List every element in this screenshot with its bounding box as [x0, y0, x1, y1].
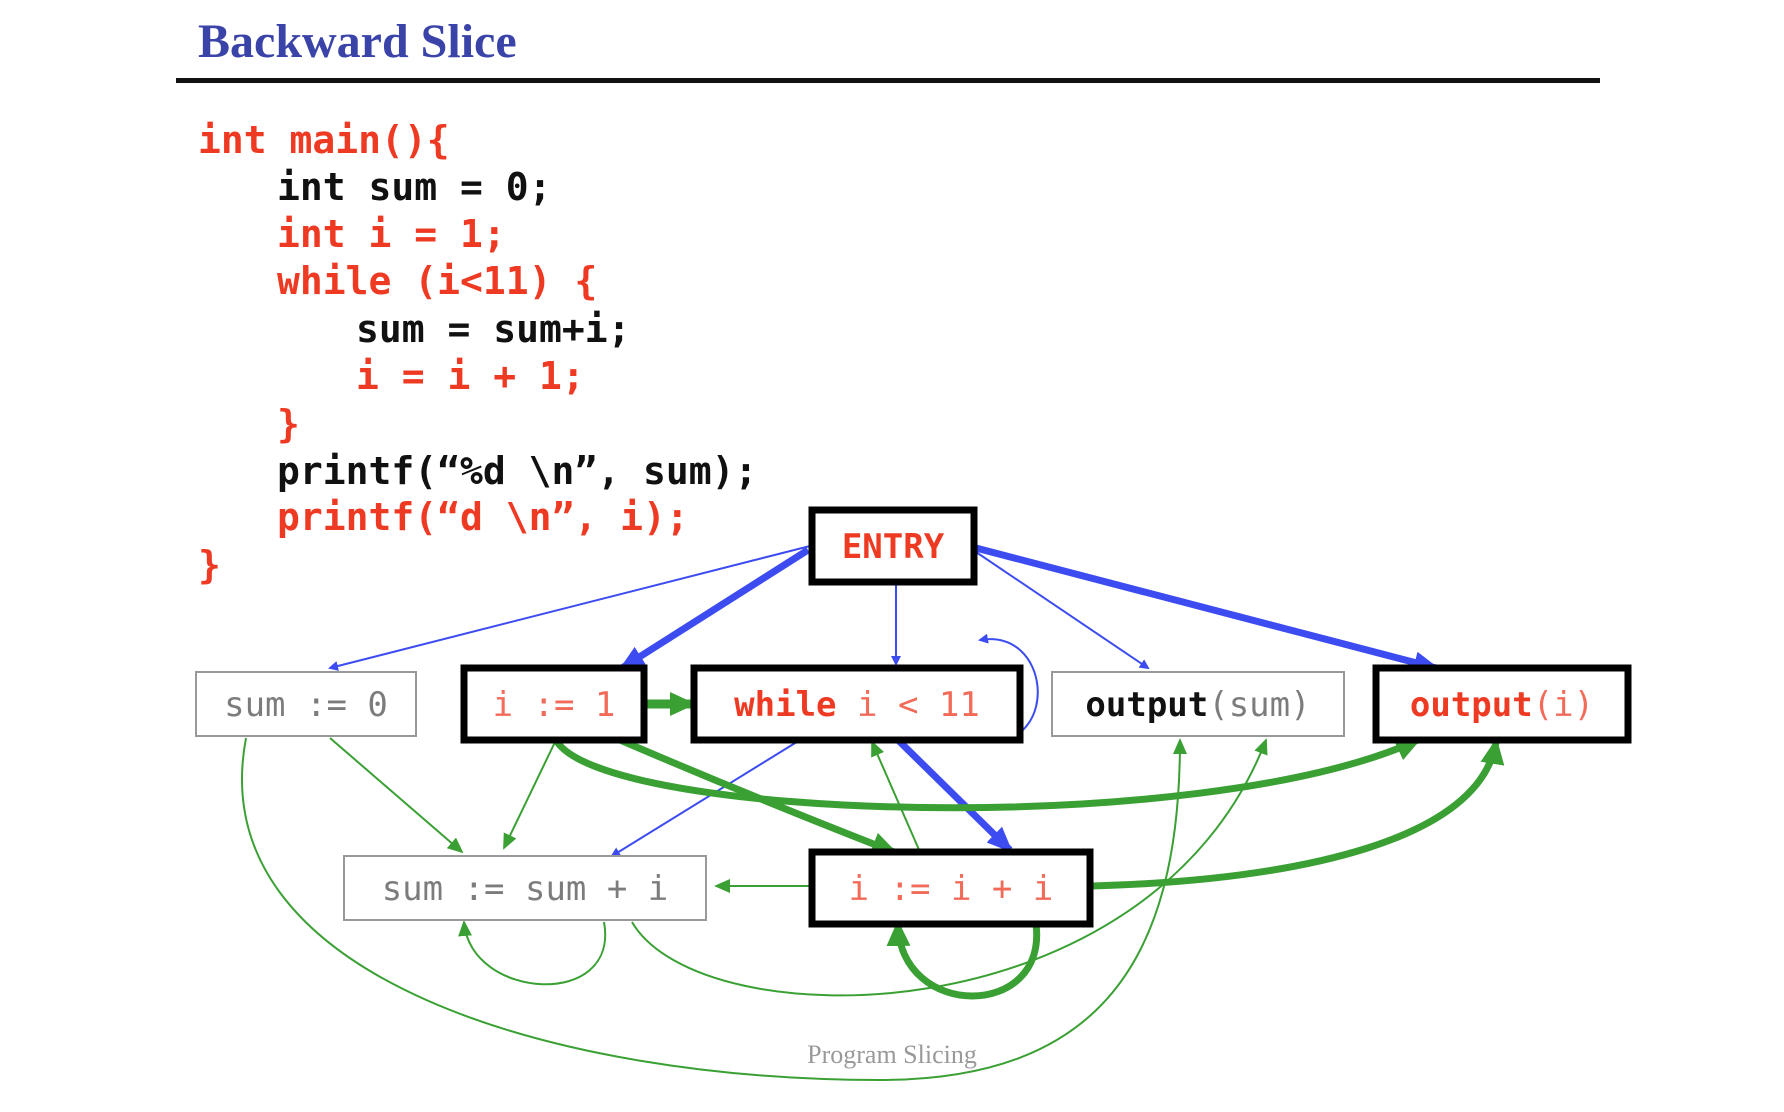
node-label-part: i := 1: [493, 685, 616, 725]
edge-flow-sum0-to-outsum: [241, 737, 1187, 1082]
node-label-part: while: [734, 685, 836, 725]
slide-footer: Program Slicing: [807, 1040, 977, 1069]
node-label-part: i < 11: [837, 685, 980, 725]
node-label-part: (sum): [1208, 685, 1310, 725]
node-iinc: i := i + i: [808, 848, 1094, 928]
node-box-while: [690, 664, 1024, 744]
edge-control-entry-to-outsum: [975, 551, 1150, 670]
node-label-part: i := i + i: [849, 869, 1054, 909]
code-line-while: while (i<11) {: [277, 259, 598, 303]
node-sum0: sum := 0: [195, 671, 417, 737]
node-box-sumsum: [343, 855, 707, 921]
edge-control-while-to-iinc: [895, 737, 1013, 853]
node-label-part: output: [1410, 685, 1533, 725]
edge-control-entry-to-outi: [975, 544, 1440, 674]
edge-flow-iinc-to-iinc: [886, 920, 1041, 1000]
edge-flow-iinc-to-outi: [1091, 738, 1505, 890]
code-line-main: int main(){: [198, 118, 450, 162]
code-line-sum-update: sum = sum+i;: [356, 307, 631, 351]
edge-flow-sumsum-to-sumsum: [458, 920, 607, 986]
node-box-outsum: [1051, 671, 1345, 737]
code-line-i-decl: int i = 1;: [277, 212, 506, 256]
node-while: while i < 11: [690, 664, 1024, 744]
title-rule: [176, 78, 1600, 83]
node-label-sumsum: sum := sum + i: [382, 869, 669, 909]
node-label-part: (i): [1533, 685, 1594, 725]
node-label-while: while i < 11: [734, 685, 980, 725]
node-box-sum0: [195, 671, 417, 737]
node-box-i1: [460, 664, 648, 744]
node-label-part: sum := sum + i: [382, 869, 669, 909]
code-line-i-update: i = i + 1;: [356, 354, 585, 398]
edge-flow-i1-to-sumsum: [503, 739, 557, 850]
edge-flow-sum0-to-sumsum: [329, 737, 464, 854]
node-outi: output(i): [1372, 664, 1632, 744]
code-line-while-close: }: [277, 402, 300, 446]
code-line-sum-decl: int sum = 0;: [277, 165, 552, 209]
node-label-sum0: sum := 0: [224, 685, 388, 725]
node-box-outi: [1372, 664, 1632, 744]
node-label-outsum: output(sum): [1085, 685, 1310, 725]
slide-title: Backward Slice: [198, 15, 517, 68]
node-sumsum: sum := sum + i: [343, 855, 707, 921]
node-box-entry: [808, 506, 978, 586]
code-line-main-close: }: [198, 543, 221, 587]
node-label-part: sum := 0: [224, 685, 388, 725]
node-label-part: ENTRY: [842, 527, 945, 567]
edge-flow-i1-to-outi: [552, 736, 1422, 812]
code-line-printf-sum: printf(“%d \n”, sum);: [277, 449, 758, 493]
node-i1: i := 1: [460, 664, 648, 744]
edge-control-entry-to-i1: [618, 547, 810, 671]
node-entry: ENTRY: [808, 506, 978, 586]
node-label-i1: i := 1: [493, 685, 616, 725]
edge-control-entry-to-sum0: [328, 545, 811, 671]
edge-flow-iinc-to-while: [871, 740, 921, 853]
node-label-part: output: [1085, 685, 1208, 725]
node-outsum: output(sum): [1051, 671, 1345, 737]
node-label-outi: output(i): [1410, 685, 1594, 725]
node-label-entry: ENTRY: [842, 527, 945, 567]
node-box-iinc: [808, 848, 1094, 928]
code-line-printf-i: printf(“d \n”, i);: [277, 495, 689, 539]
edge-control-while-to-sumsum: [610, 739, 801, 858]
node-label-iinc: i := i + i: [849, 869, 1054, 909]
